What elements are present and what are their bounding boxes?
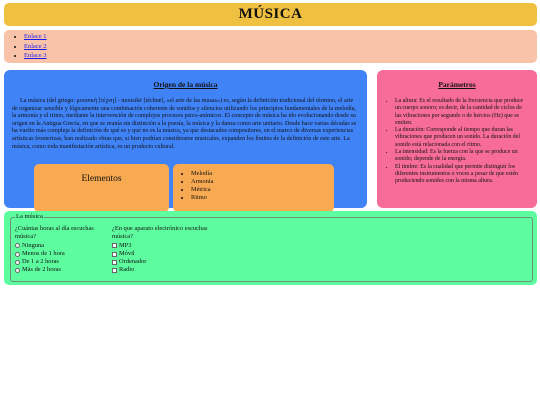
survey-area: La música ¿Cuántas horas al día escuchas… (4, 211, 537, 285)
option-label: Menos de 1 hora (22, 249, 65, 257)
option-label: De 1 a 2 horas (22, 258, 59, 266)
page-title: MÚSICA (238, 6, 303, 22)
question-device-label: ¿En que aparato electrónico escuchas mús… (112, 225, 208, 241)
nav-link-3[interactable]: Enlace 3 (24, 52, 47, 59)
nav-link-2[interactable]: Enlace 2 (24, 42, 47, 50)
option-label: Más de 2 horas (22, 266, 61, 274)
param-item: La duración: Corresponde al tiempo que d… (395, 127, 529, 149)
survey-legend: La música (15, 213, 44, 220)
question-hours: ¿Cuántas horas al día escuchas música? N… (15, 225, 110, 275)
elements-label: Elementos (81, 174, 122, 184)
nav-link-1[interactable]: Enlace 1 (24, 33, 47, 40)
nav-item-2: Enlace 2 (24, 42, 537, 52)
option-mas-2h[interactable]: Más de 2 horas (15, 266, 110, 274)
origin-text: La música (del griego: μουσική [τέχνη] -… (12, 98, 357, 150)
nav-item-3: Enlace 3 (24, 51, 537, 61)
option-mp3[interactable]: MP3 (112, 242, 222, 250)
element-item: Armonía (191, 178, 334, 186)
title-bar: MÚSICA (4, 3, 537, 26)
param-item: El timbre: Es la cualidad que permite di… (395, 164, 529, 186)
option-movil[interactable]: Móvil (112, 250, 222, 258)
question-device: ¿En que aparato electrónico escuchas mús… (112, 225, 222, 275)
param-item: La intensidad: Es la fuerza con la que s… (395, 149, 529, 164)
option-radio[interactable]: Radio (112, 266, 222, 274)
radio-button[interactable] (15, 243, 20, 249)
option-label: Ordenador (119, 258, 147, 266)
radio-button[interactable] (15, 251, 20, 257)
radio-button[interactable] (15, 259, 20, 265)
option-label: MP3 (119, 241, 132, 249)
params-list: La altura: Es el resultado de la frecuen… (391, 98, 529, 186)
nav-item-1: Enlace 1 (24, 32, 537, 42)
nav-bar: Enlace 1 Enlace 2 Enlace 3 (4, 30, 537, 63)
element-item: Melodía (191, 170, 334, 178)
survey-fieldset: La música ¿Cuántas horas al día escuchas… (10, 213, 533, 282)
question-hours-label: ¿Cuántas horas al día escuchas música? (15, 225, 94, 241)
option-ninguna[interactable]: Ninguna (15, 242, 110, 250)
option-label: Radio (119, 266, 135, 274)
option-1-2h[interactable]: De 1 a 2 horas (15, 258, 110, 266)
checkbox[interactable] (112, 251, 117, 257)
param-item: La altura: Es el resultado de la frecuen… (395, 98, 529, 127)
elements-list-box: Melodía Armonía Métrica Ritmo (173, 164, 334, 212)
params-panel: Parámetros La altura: Es el resultado de… (377, 70, 537, 208)
checkbox[interactable] (112, 268, 117, 274)
option-menos-1h[interactable]: Menos de 1 hora (15, 250, 110, 258)
origin-title: Origen de la música (153, 80, 218, 89)
radio-button[interactable] (15, 268, 20, 274)
option-ordenador[interactable]: Ordenador (112, 258, 222, 266)
checkbox[interactable] (112, 243, 117, 249)
nav-list: Enlace 1 Enlace 2 Enlace 3 (22, 32, 537, 61)
option-label: Móvil (119, 249, 135, 257)
elements-list: Melodía Armonía Métrica Ritmo (191, 170, 334, 202)
option-label: Ninguna (22, 241, 45, 249)
params-title: Parámetros (438, 80, 476, 89)
elements-box: Elementos (34, 164, 169, 212)
checkbox[interactable] (112, 259, 117, 265)
element-item: Métrica (191, 186, 334, 194)
element-item: Ritmo (191, 194, 334, 202)
